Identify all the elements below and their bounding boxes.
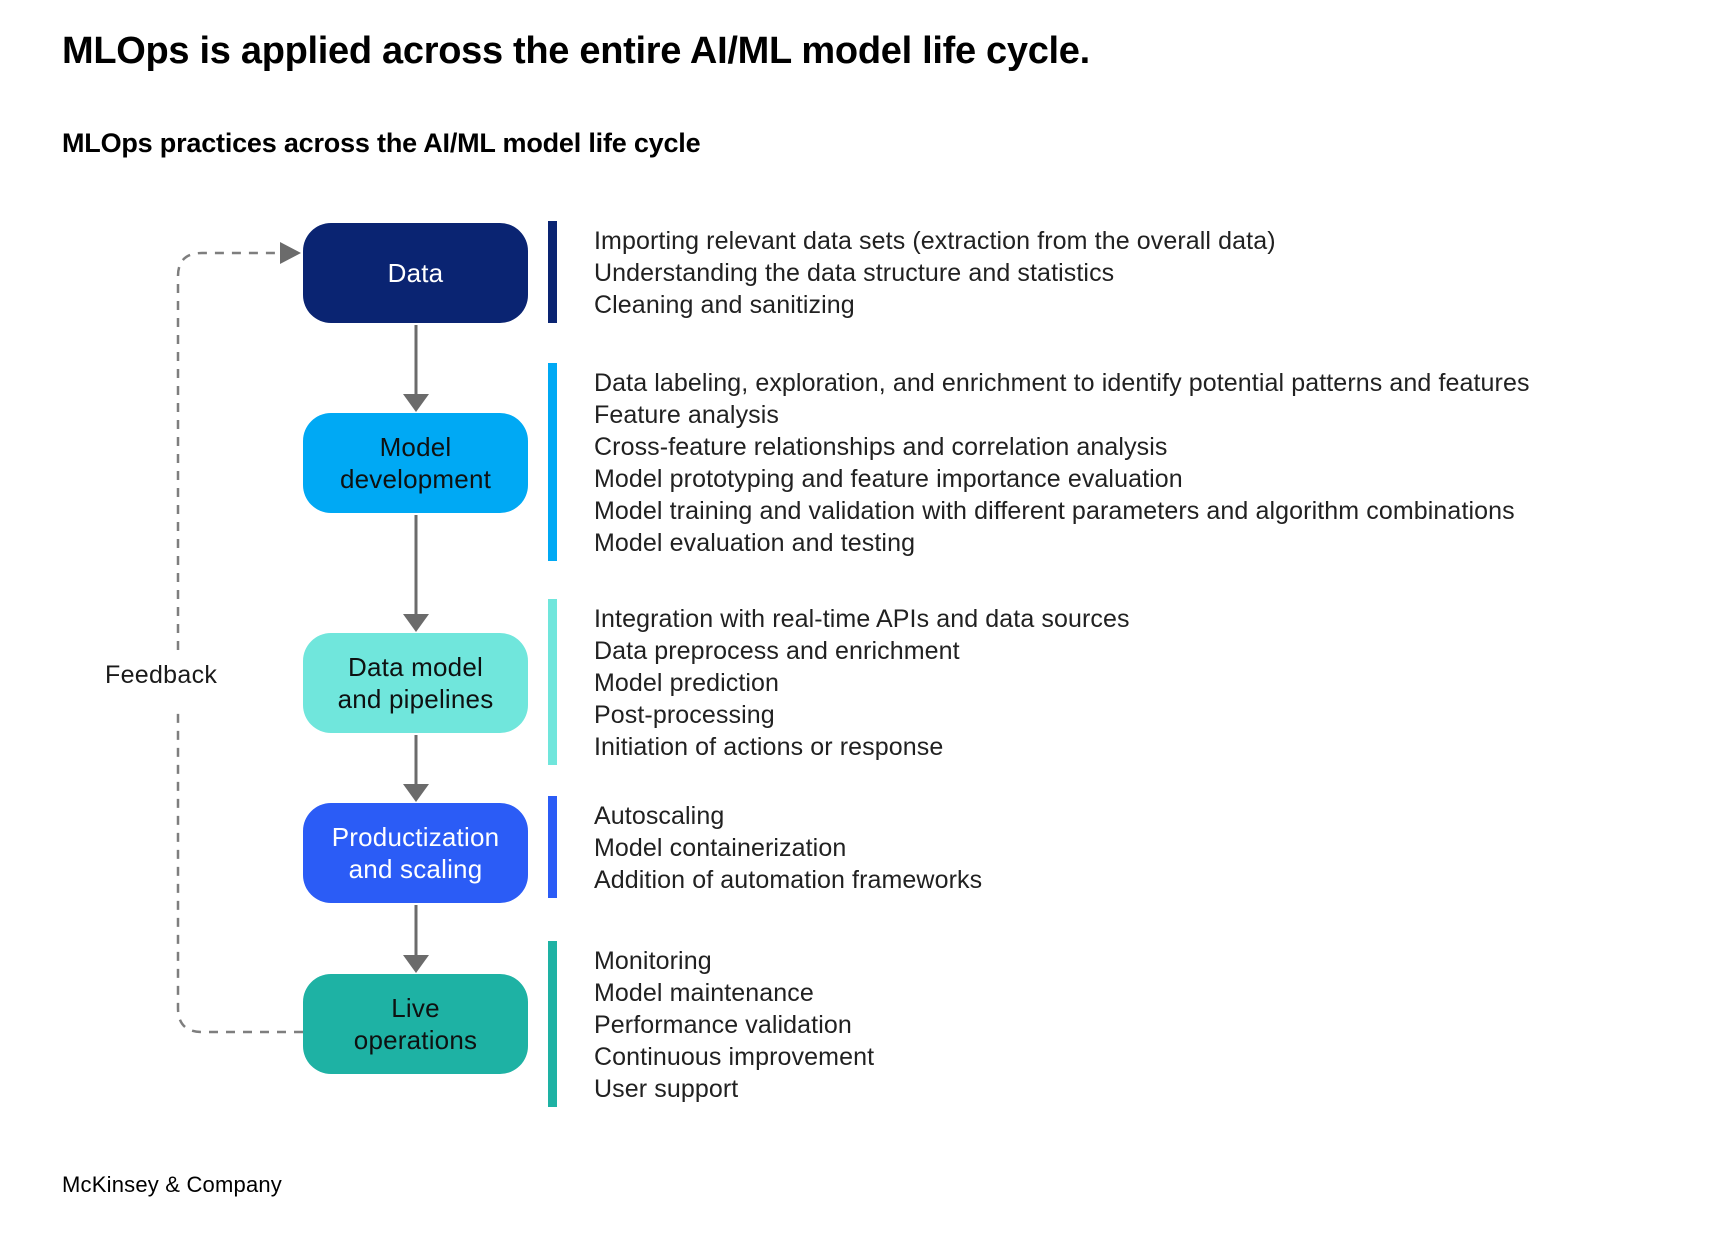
stage-box-label-line: Productization xyxy=(331,822,500,852)
stage-items-data: Importing relevant data sets (extraction… xyxy=(594,225,1276,321)
stage-accent-bar-data-model-and-pipelines xyxy=(548,599,557,765)
stage-item: Importing relevant data sets (extraction… xyxy=(594,227,1276,255)
stage-item: Post-processing xyxy=(594,701,775,729)
feedback-arrowhead xyxy=(280,242,301,264)
stage-item: Cleaning and sanitizing xyxy=(594,291,855,319)
stage-item: Addition of automation frameworks xyxy=(594,866,983,894)
stage-item: Continuous improvement xyxy=(594,1043,875,1071)
stage-item: Monitoring xyxy=(594,947,712,975)
company-logo-text: McKinsey & Company xyxy=(62,1172,283,1197)
stage-item: Model prediction xyxy=(594,669,780,697)
stage-item: Autoscaling xyxy=(594,802,725,830)
stage-box-label-line: Model xyxy=(379,432,452,462)
stage-item: Model training and validation with diffe… xyxy=(594,497,1515,525)
stage-accent-bar-live-operations xyxy=(548,941,557,1107)
stage-accent-bar-data xyxy=(548,221,557,323)
stage-box-label-line: Data model xyxy=(348,652,483,682)
stage-item: Performance validation xyxy=(594,1011,852,1039)
stage-item: Model maintenance xyxy=(594,979,814,1007)
flow-arrow-head-3 xyxy=(403,784,429,802)
page-title: MLOps is applied across the entire AI/ML… xyxy=(62,30,1090,72)
stage-box-label-line: and pipelines xyxy=(337,684,494,714)
flow-arrow-head-1 xyxy=(403,394,429,412)
feedback-path-upper xyxy=(176,251,280,650)
flow-arrow-head-4 xyxy=(403,955,429,973)
stage-box-label-line: development xyxy=(339,464,492,494)
flow-arrow-head-2 xyxy=(403,614,429,632)
stage-accent-bar-model-development xyxy=(548,363,557,561)
stage-item: Model evaluation and testing xyxy=(594,529,916,557)
feedback-label: Feedback xyxy=(105,661,218,689)
exhibit-subtitle: MLOps practices across the AI/ML model l… xyxy=(62,128,701,158)
stage-item: Understanding the data structure and sta… xyxy=(594,259,1115,287)
stage-item: Model prototyping and feature importance… xyxy=(594,465,1183,493)
stage-item: Data preprocess and enrichment xyxy=(594,637,960,665)
stage-box-label-line: Data xyxy=(387,258,444,288)
stage-box-data: Data xyxy=(303,223,528,323)
stage-box-label-line: operations xyxy=(353,1025,478,1055)
stage-item: User support xyxy=(594,1075,739,1103)
stage-item: Model containerization xyxy=(594,834,847,862)
stage-items-data-model-and-pipelines: Integration with real-time APIs and data… xyxy=(594,603,1130,763)
stage-box-label-line: and scaling xyxy=(348,854,483,884)
stage-item: Data labeling, exploration, and enrichme… xyxy=(594,369,1530,397)
stage-box-label-line: Live xyxy=(391,993,440,1023)
stage-item: Initiation of actions or response xyxy=(594,733,944,761)
stage-accent-bar-productization-and-scaling xyxy=(548,796,557,898)
stage-item: Integration with real-time APIs and data… xyxy=(594,605,1130,633)
feedback-path-lower xyxy=(176,706,303,1034)
stage-items-model-development: Data labeling, exploration, and enrichme… xyxy=(594,367,1530,559)
stage-item: Cross-feature relationships and correlat… xyxy=(594,433,1168,461)
stage-item: Feature analysis xyxy=(594,401,780,429)
